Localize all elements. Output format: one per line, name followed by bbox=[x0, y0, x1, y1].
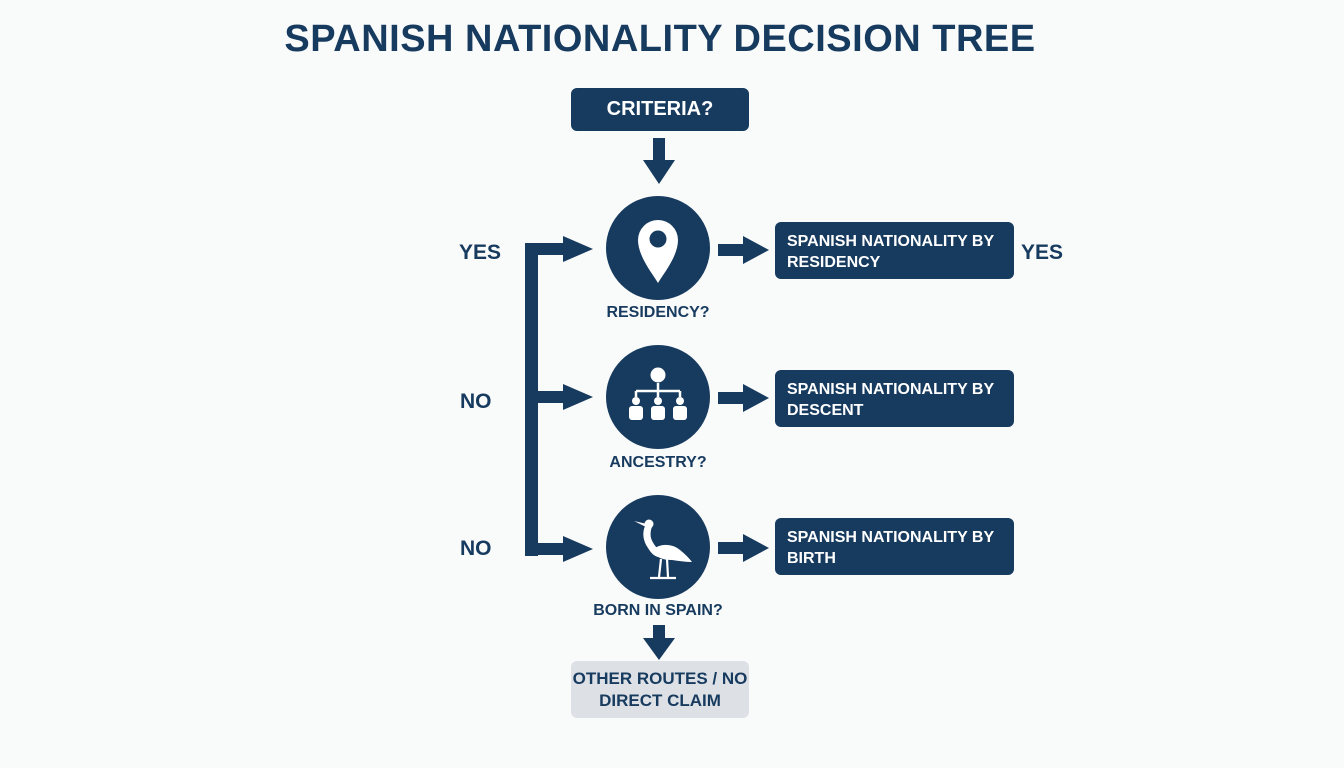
page-title: SPANISH NATIONALITY DECISION TREE bbox=[284, 18, 1036, 60]
ancestry-question: ANCESTRY? bbox=[609, 454, 707, 471]
arrow-residency-outcome bbox=[718, 236, 769, 264]
arrow-criteria-to-residency bbox=[643, 138, 675, 184]
arrow-born-to-fallback bbox=[643, 625, 675, 660]
residency-question: RESIDENCY? bbox=[606, 304, 710, 321]
arrow-to-ancestry bbox=[525, 384, 593, 410]
family-tree-icon bbox=[629, 367, 687, 420]
fallback-box: OTHER ROUTES / NO DIRECT CLAIM bbox=[571, 661, 749, 718]
birth-outcome-box: SPANISH NATIONALITY BY BIRTH bbox=[775, 518, 1014, 575]
stork-icon bbox=[634, 519, 692, 580]
arrow-to-born-in-spain bbox=[525, 536, 593, 562]
residency-node bbox=[606, 196, 710, 300]
location-pin-icon bbox=[638, 220, 678, 283]
branch-label-born-in-spain: NO bbox=[460, 537, 492, 560]
criteria-box: CRITERIA? bbox=[571, 88, 749, 131]
arrow-ancestry-outcome bbox=[718, 384, 769, 412]
ancestry-node bbox=[606, 345, 710, 449]
arrow-born-outcome bbox=[718, 534, 769, 562]
born-in-spain-question: BORN IN SPAIN? bbox=[593, 602, 723, 619]
outcome-label-residency: YES bbox=[1021, 241, 1064, 264]
ancestry-outcome-box: SPANISH NATIONALITY BY DESCENT bbox=[775, 370, 1014, 427]
residency-outcome-box: SPANISH NATIONALITY BY RESIDENCY bbox=[775, 222, 1014, 279]
born-in-spain-node bbox=[606, 495, 710, 599]
branch-label-ancestry: NO bbox=[460, 390, 492, 413]
arrow-to-residency bbox=[525, 236, 593, 262]
branch-label-residency: YES bbox=[459, 241, 502, 264]
